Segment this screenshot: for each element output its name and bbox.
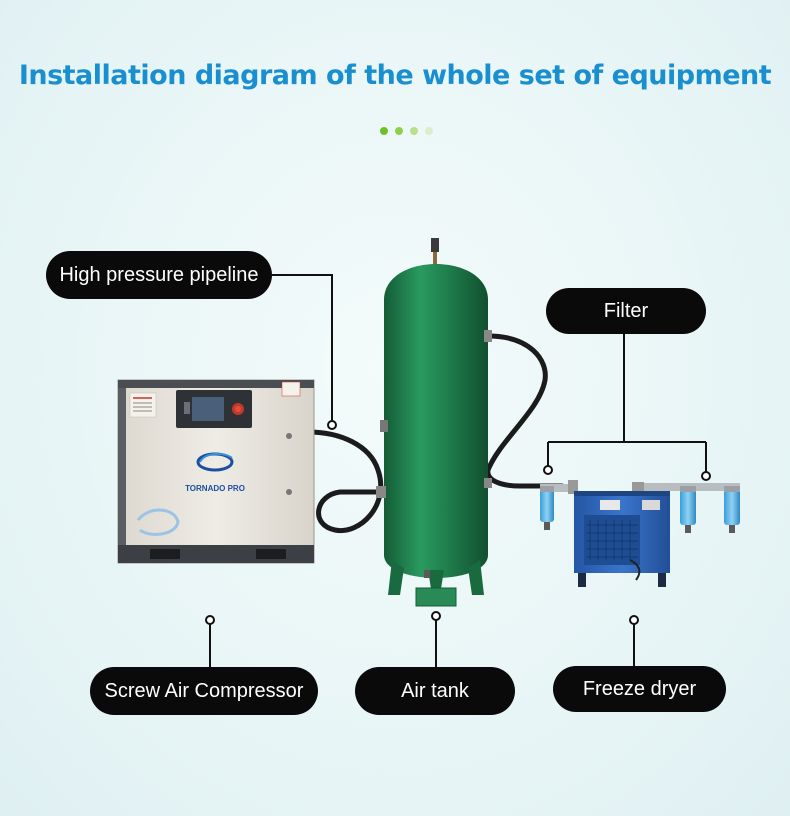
dot-1 bbox=[380, 127, 388, 135]
label-high-pressure-pipeline: High pressure pipeline bbox=[46, 251, 272, 299]
page-title: Installation diagram of the whole set of… bbox=[18, 60, 772, 91]
hoses bbox=[305, 333, 565, 534]
screw-air-compressor-image: TORNADO PRO bbox=[117, 379, 315, 564]
label-freeze-dryer-text: Freeze dryer bbox=[582, 677, 697, 700]
connector-lines bbox=[209, 274, 707, 668]
label-air-tank: Air tank bbox=[355, 667, 515, 715]
dot-2 bbox=[395, 127, 403, 135]
filters-image bbox=[540, 480, 740, 533]
pipeline-connector bbox=[272, 274, 333, 425]
label-screw-air-compressor: Screw Air Compressor bbox=[90, 667, 318, 715]
compressor-hose bbox=[305, 429, 385, 534]
label-freeze-dryer: Freeze dryer bbox=[553, 666, 726, 712]
compressor-brand: TORNADO PRO bbox=[185, 484, 245, 493]
freeze-dryer-image bbox=[574, 491, 670, 587]
air-tank-image bbox=[376, 238, 492, 607]
connector-dots bbox=[205, 420, 711, 625]
dot-3 bbox=[410, 127, 418, 135]
label-filter: Filter bbox=[546, 288, 706, 334]
label-filter-text: Filter bbox=[603, 299, 649, 322]
dot-4 bbox=[425, 127, 433, 135]
label-high-pressure-pipeline-text: High pressure pipeline bbox=[59, 263, 259, 286]
filter-connector bbox=[547, 332, 707, 476]
tank-to-dryer-hose bbox=[485, 333, 565, 489]
label-screw-air-compressor-text: Screw Air Compressor bbox=[104, 679, 304, 702]
label-air-tank-text: Air tank bbox=[401, 679, 469, 702]
